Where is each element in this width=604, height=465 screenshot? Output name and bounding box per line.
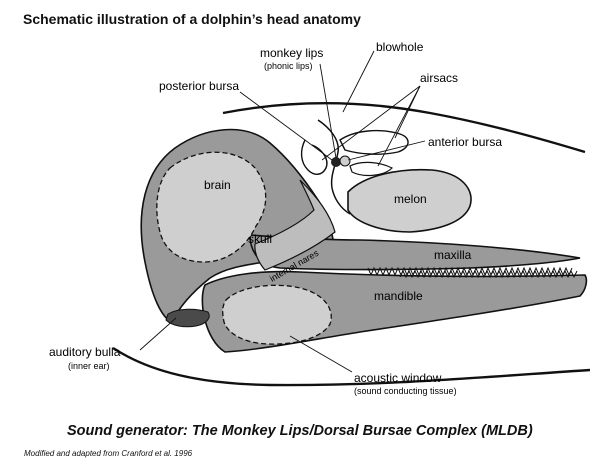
label-phonic-lips: (phonic lips) (264, 61, 313, 71)
label-maxilla: maxilla (434, 248, 472, 262)
label-mandible: mandible (374, 289, 423, 303)
figure-credit: Modified and adapted from Cranford et al… (24, 449, 192, 458)
acoustic-window-region (223, 285, 332, 344)
leader-auditory-bulla (140, 318, 176, 350)
label-airsacs: airsacs (420, 71, 458, 85)
label-melon: melon (394, 192, 427, 206)
label-skull: skull (248, 232, 272, 246)
label-posterior-bursa: posterior bursa (159, 79, 239, 93)
posterior-airsac (302, 140, 327, 174)
leader-acoustic-window (290, 336, 352, 372)
leader-airsac-3 (378, 86, 420, 166)
label-auditory-bulla: auditory bulla (49, 345, 121, 359)
figure-caption: Sound generator: The Monkey Lips/Dorsal … (67, 423, 533, 439)
anterior-bursa-mark (340, 156, 350, 166)
label-brain: brain (204, 178, 231, 192)
label-inner-ear: (inner ear) (68, 361, 110, 371)
label-acoustic-window: acoustic window (354, 371, 442, 385)
posterior-bursa-mark (331, 157, 341, 167)
label-blowhole: blowhole (376, 40, 424, 54)
leader-blowhole (343, 51, 374, 112)
leader-monkey-lips (320, 64, 336, 158)
lower-jaw-outline (113, 348, 590, 385)
label-anterior-bursa: anterior bursa (428, 135, 502, 149)
auditory-bulla-shape (166, 309, 209, 327)
anterior-airsac (340, 131, 408, 155)
label-monkey-lips: monkey lips (260, 46, 323, 60)
label-sound-conducting-tissue: (sound conducting tissue) (354, 386, 457, 396)
